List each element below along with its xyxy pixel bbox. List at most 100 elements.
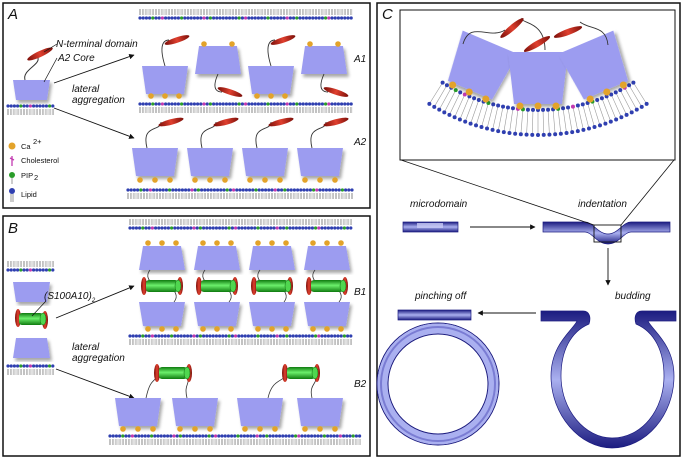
b-lateral-label: lateral bbox=[72, 342, 100, 353]
n-terminal-domain bbox=[323, 117, 349, 127]
s100a10-dimer bbox=[159, 367, 187, 379]
b-monomer-membrane-bottom bbox=[6, 364, 55, 375]
ca-ion bbox=[229, 41, 235, 47]
n-terminal-domain bbox=[158, 117, 184, 127]
b1-core-top bbox=[249, 246, 295, 270]
ca-ion bbox=[310, 240, 316, 246]
ca-ion bbox=[283, 326, 289, 332]
ca-ion bbox=[137, 177, 143, 183]
ca-ion bbox=[150, 426, 156, 432]
ca-ion bbox=[586, 95, 594, 103]
legend-ca-sup: 2+ bbox=[33, 137, 42, 146]
ca-ion bbox=[228, 240, 234, 246]
ca-ion bbox=[152, 177, 158, 183]
ca-ion bbox=[269, 240, 275, 246]
b2-core bbox=[115, 398, 161, 426]
n-terminal-domain bbox=[523, 36, 551, 52]
b1-core-top bbox=[139, 246, 185, 270]
indentation-zoom-box bbox=[593, 224, 622, 243]
ca-ion bbox=[324, 240, 330, 246]
ca-ion bbox=[282, 93, 288, 99]
b1-core-top bbox=[194, 246, 240, 270]
ca-ion bbox=[254, 93, 260, 99]
ca-ion bbox=[255, 326, 261, 332]
legend-pip: PIP bbox=[21, 171, 33, 180]
n-terminal-domain bbox=[323, 87, 349, 97]
ca-ion bbox=[173, 240, 179, 246]
ca-ion bbox=[332, 177, 338, 183]
b1-core-bottom bbox=[249, 302, 295, 326]
ca-ion bbox=[449, 81, 457, 89]
b-arrow-down bbox=[55, 368, 135, 399]
sub-label-b1: B1 bbox=[354, 287, 366, 298]
ca-ion bbox=[283, 240, 289, 246]
s100a10-dimer bbox=[287, 367, 315, 379]
b2-core bbox=[172, 398, 218, 426]
b1-membrane-top bbox=[128, 219, 353, 230]
b-monomer-membrane-top bbox=[6, 261, 55, 272]
a2-core bbox=[297, 148, 343, 176]
ca-ion bbox=[534, 102, 542, 110]
b1-core-bottom bbox=[194, 302, 240, 326]
ca-ion bbox=[335, 41, 341, 47]
ca-ion bbox=[214, 326, 220, 332]
a1-membrane-top bbox=[138, 9, 353, 20]
ca-ion bbox=[255, 240, 261, 246]
s100a10-dimer bbox=[256, 280, 288, 292]
vesicle bbox=[376, 322, 500, 446]
ca-ion bbox=[162, 93, 168, 99]
s100a10-dimer bbox=[19, 313, 43, 325]
ca-ion bbox=[324, 326, 330, 332]
n-terminal-domain bbox=[553, 26, 583, 38]
n-terminal-domain bbox=[500, 18, 524, 38]
panel-a-label: A bbox=[7, 6, 18, 23]
sub-label-a1: A1 bbox=[353, 54, 366, 65]
sub-label-a2: A2 bbox=[353, 137, 367, 148]
b1-membrane-bottom bbox=[128, 334, 353, 345]
ca-ion bbox=[148, 93, 154, 99]
ca-ion bbox=[338, 326, 344, 332]
a-monomer-membrane bbox=[6, 104, 55, 115]
n-terminal-domain bbox=[141, 277, 147, 295]
ca-ion bbox=[268, 93, 274, 99]
a1-core bbox=[142, 66, 188, 94]
b-arrow-up bbox=[55, 285, 135, 319]
a2-core bbox=[132, 148, 178, 176]
indentation-membrane bbox=[542, 221, 671, 245]
ca-ion bbox=[269, 326, 275, 332]
ca-ion bbox=[247, 177, 253, 183]
ca-ion bbox=[201, 41, 207, 47]
ca-ion bbox=[310, 326, 316, 332]
b2-core bbox=[297, 398, 343, 426]
ca-ion bbox=[176, 93, 182, 99]
n-terminal-domain bbox=[268, 117, 294, 127]
n-terminal-domain bbox=[270, 35, 296, 45]
s100a10-dimer bbox=[201, 280, 233, 292]
ca-ion bbox=[552, 102, 560, 110]
lipid-icon bbox=[9, 188, 15, 194]
a1-membrane-bottom bbox=[138, 102, 353, 113]
n-terminal-domain bbox=[306, 277, 312, 295]
pinched-membrane bbox=[397, 309, 472, 321]
n-terminal-domain bbox=[154, 364, 160, 382]
a2-membrane bbox=[126, 188, 354, 199]
ca-ion bbox=[317, 426, 323, 432]
ca-ion bbox=[192, 426, 198, 432]
budding-membrane bbox=[540, 310, 677, 449]
b1-core-bottom bbox=[139, 302, 185, 326]
n-terminal-domain bbox=[213, 117, 239, 127]
ca-ion bbox=[302, 177, 308, 183]
ca-icon bbox=[8, 142, 16, 150]
n-terminal-domain bbox=[217, 87, 243, 97]
ca-ion bbox=[302, 426, 308, 432]
a2-core-label: A2 Core bbox=[57, 53, 95, 64]
ca-ion bbox=[516, 102, 524, 110]
ca-ion bbox=[207, 177, 213, 183]
ca-ion bbox=[332, 426, 338, 432]
b2-core bbox=[237, 398, 283, 426]
legend-lipid: Lipid bbox=[21, 190, 37, 199]
ca-ion bbox=[317, 177, 323, 183]
s100a10-dimer bbox=[146, 280, 178, 292]
ca-ion bbox=[145, 326, 151, 332]
